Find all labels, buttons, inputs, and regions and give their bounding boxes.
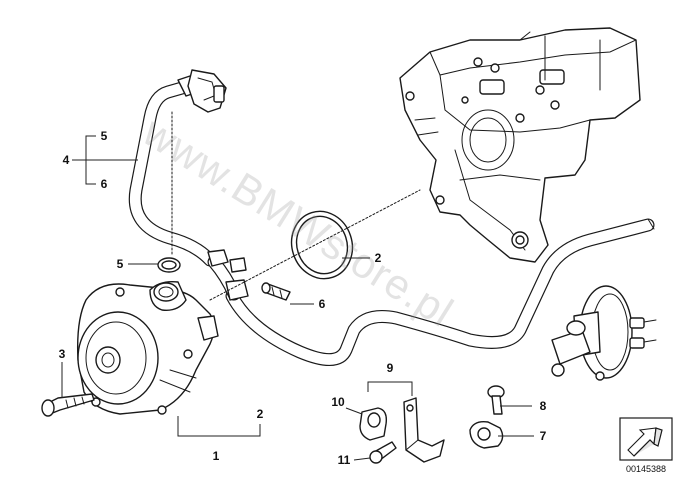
o-ring-large [290, 210, 354, 280]
callout-5-upper: 5 [101, 129, 108, 143]
reference-box: 00145388 [619, 417, 673, 474]
reference-number: 00145388 [626, 464, 666, 474]
hose-piece [261, 282, 291, 301]
callout-8: 8 [540, 399, 547, 413]
callout-5-lower: 5 [117, 257, 124, 271]
callout-3: 3 [59, 347, 66, 361]
bracket [403, 397, 445, 463]
brake-booster [551, 285, 657, 381]
callouts: 5 4 6 5 2 6 3 2 1 9 10 11 8 7 [59, 129, 547, 467]
engine-block [399, 27, 641, 263]
callout-9: 9 [387, 361, 394, 375]
callout-10: 10 [331, 395, 345, 409]
callout-6-lower: 6 [319, 297, 326, 311]
bolt-pump [41, 393, 95, 417]
callout-1: 1 [213, 449, 220, 463]
o-ring-small [157, 257, 181, 273]
clamp-7 [469, 420, 504, 449]
leader-lines [61, 111, 534, 461]
callout-6-upper: 6 [101, 177, 108, 191]
callout-11: 11 [338, 453, 351, 467]
vacuum-line-main [225, 218, 655, 366]
bolt-8 [487, 385, 505, 415]
bolt-11 [369, 441, 397, 464]
callout-7: 7 [540, 429, 547, 443]
callout-4: 4 [63, 153, 70, 167]
callout-2-pump: 2 [257, 407, 264, 421]
hose-connector-lower [207, 249, 249, 301]
hose-connector-top [187, 69, 227, 113]
clamp-10 [359, 407, 388, 441]
callout-2-oring: 2 [375, 251, 382, 265]
vacuum-pump [76, 280, 219, 415]
